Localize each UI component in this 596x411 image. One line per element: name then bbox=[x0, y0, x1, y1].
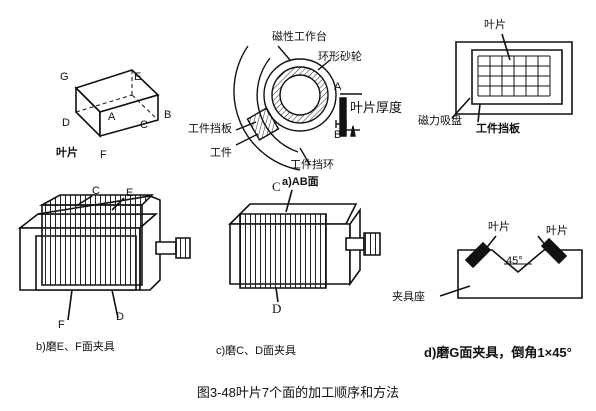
label-blade-left: 叶片 bbox=[488, 221, 510, 233]
blade-block-diagram bbox=[76, 70, 158, 136]
label-a: A bbox=[108, 111, 116, 123]
label-magnetic-table: 磁性工作台 bbox=[272, 31, 327, 43]
label-e: E bbox=[134, 71, 142, 83]
fixture-g-diagram bbox=[440, 236, 582, 298]
caption-panel-c: c)磨C、D面夹具 bbox=[216, 345, 297, 357]
fixture-ef-diagram bbox=[20, 195, 190, 320]
label-b-c: C bbox=[92, 185, 100, 197]
label-g: G bbox=[60, 71, 69, 83]
label-d: D bbox=[62, 117, 70, 129]
label-blade-name: 叶片 bbox=[56, 147, 78, 159]
label-part-baffle: 工件挡板 bbox=[188, 123, 232, 135]
fixture-cd-diagram bbox=[230, 190, 380, 302]
label-ring-wheel: 环形砂轮 bbox=[318, 51, 362, 63]
label-part-ring: 工件挡环 bbox=[290, 159, 334, 171]
label-b-side: B bbox=[334, 129, 342, 141]
label-f: F bbox=[100, 149, 107, 161]
label-a-side: A bbox=[334, 81, 342, 93]
label-angle: 45° bbox=[506, 255, 523, 267]
caption-panel-b: b)磨E、F面夹具 bbox=[36, 341, 115, 353]
label-fixture: 夹具座 bbox=[392, 291, 425, 303]
label-blade-right: 叶片 bbox=[546, 225, 568, 237]
label-c-d: D bbox=[272, 301, 282, 316]
label-b-e: E bbox=[126, 187, 134, 199]
label-part-baffle-chuck: 工件挡板 bbox=[476, 123, 520, 135]
label-b: B bbox=[164, 109, 172, 121]
label-thickness: 叶片厚度 bbox=[350, 100, 403, 115]
figure-caption: 图3-48叶片7个面的加工顺序和方法 bbox=[196, 385, 400, 400]
magnetic-chuck-diagram bbox=[452, 34, 572, 122]
label-magnetic-chuck: 磁力吸盘 bbox=[418, 115, 462, 127]
grinding-setup-diagram bbox=[234, 46, 362, 170]
label-c: C bbox=[140, 119, 148, 131]
caption-panel-a: a)AB面 bbox=[282, 176, 319, 188]
label-c-letter: C bbox=[272, 179, 281, 194]
label-part: 工件 bbox=[210, 147, 232, 159]
label-blade-chuck: 叶片 bbox=[484, 19, 506, 31]
caption-panel-d: d)磨G面夹具，倒角1×45° bbox=[424, 345, 572, 360]
label-b-f: F bbox=[58, 319, 65, 331]
label-b-d: D bbox=[116, 311, 124, 323]
